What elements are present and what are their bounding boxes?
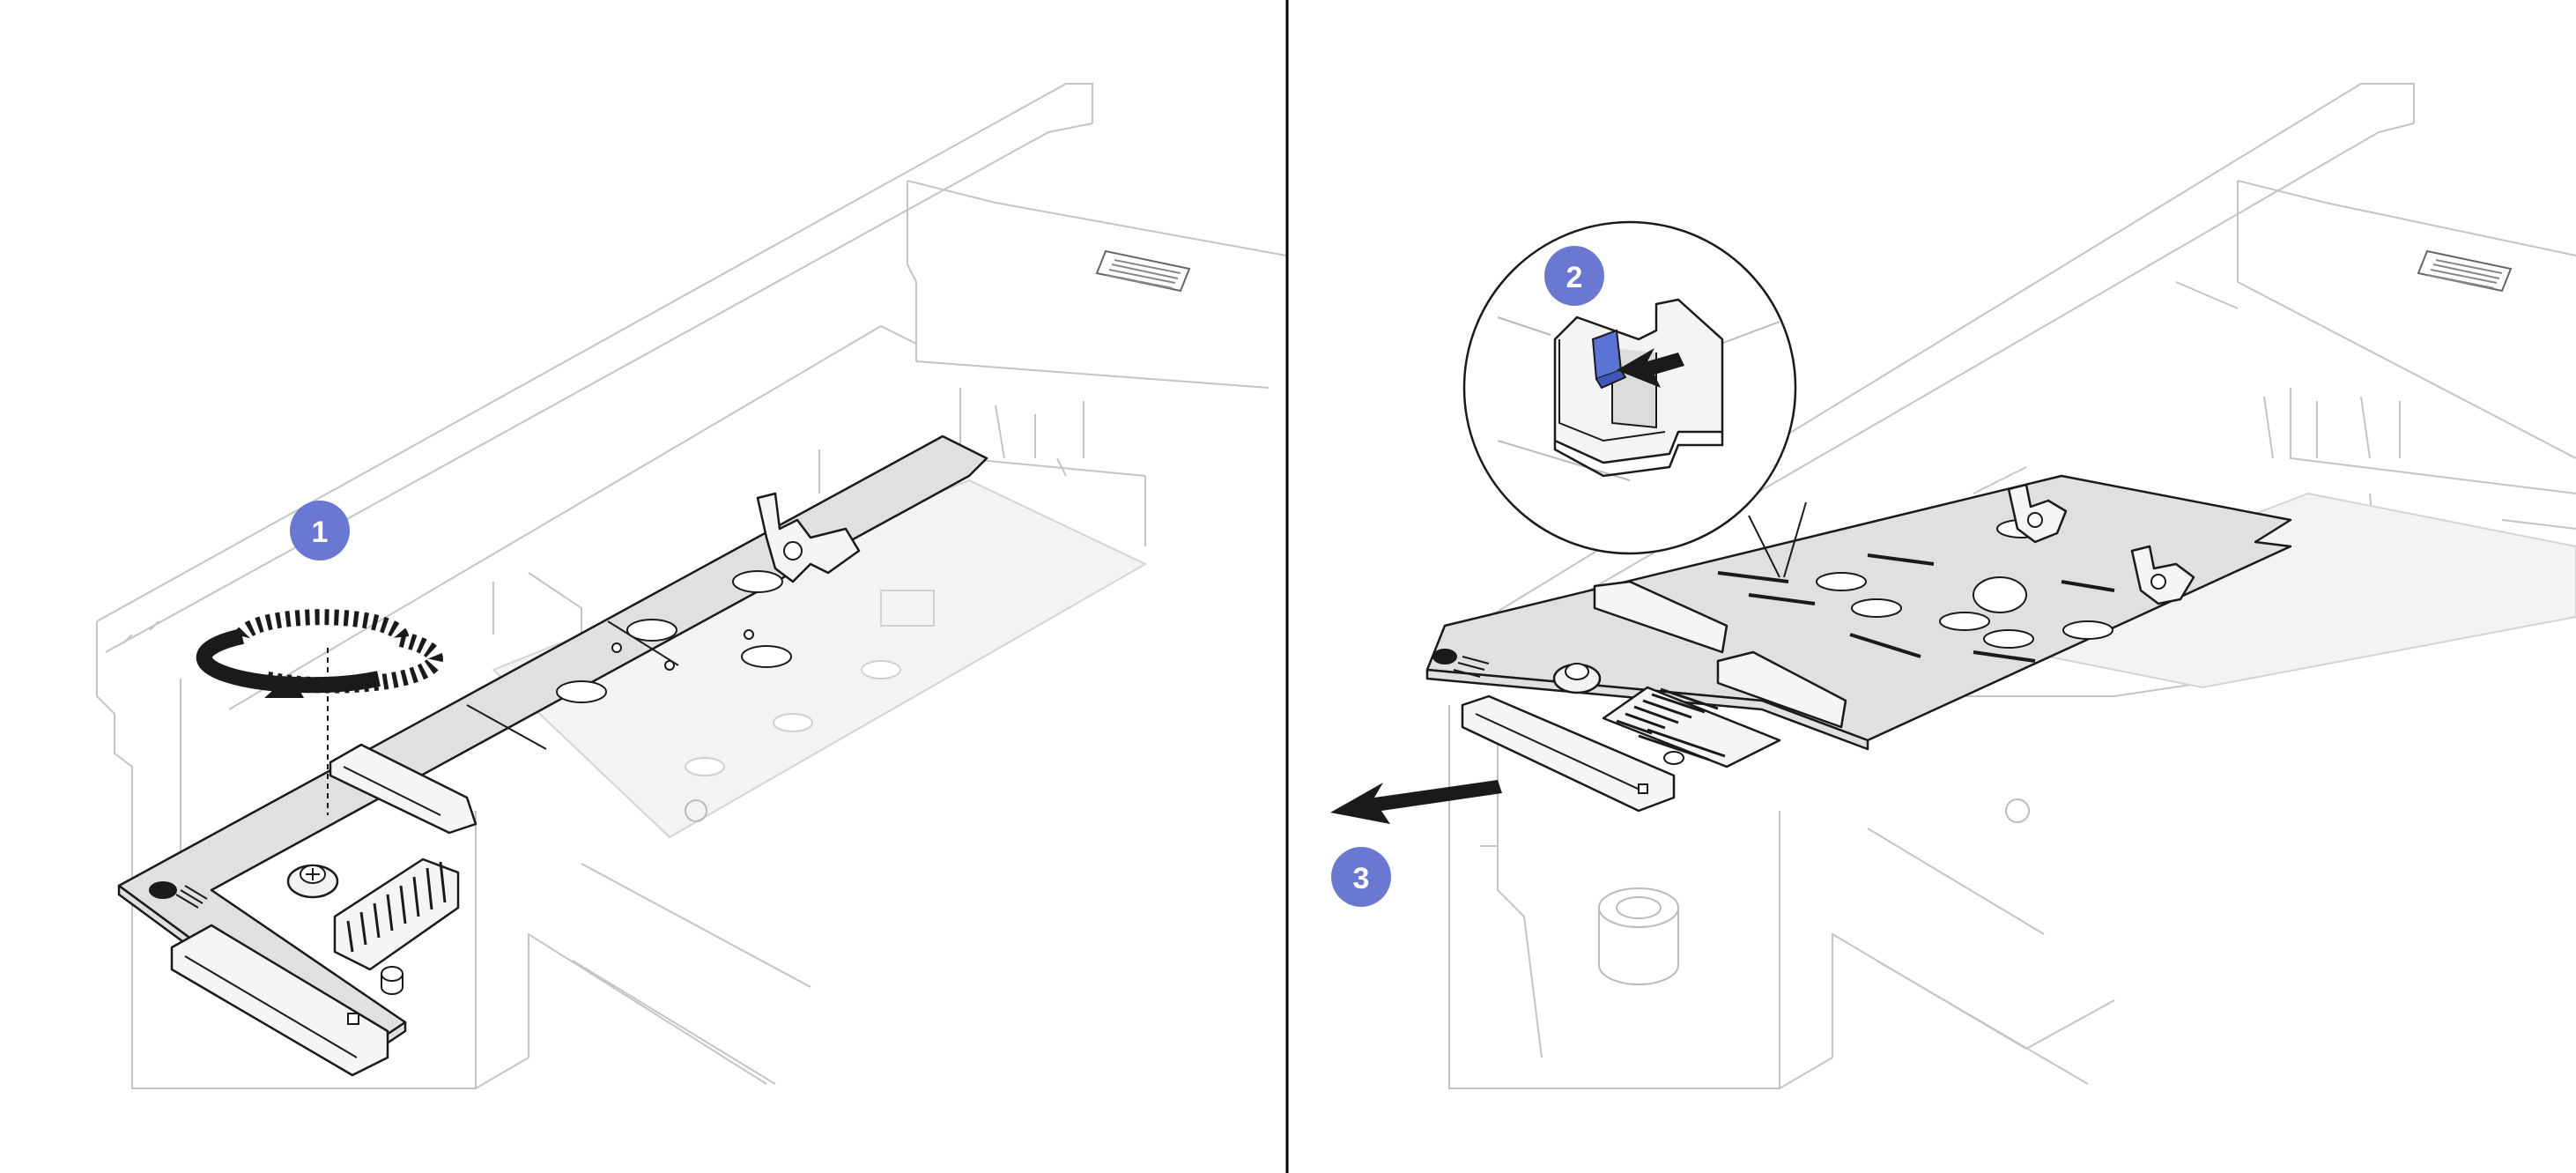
pull-arrow-icon bbox=[1330, 780, 1502, 824]
retainer-clip-right-1 bbox=[2007, 483, 2068, 544]
standoff-cylinder-right bbox=[1598, 798, 2030, 985]
heatsink-right bbox=[1602, 686, 1781, 768]
zoom-leader bbox=[1748, 501, 1807, 578]
screw-right bbox=[1552, 663, 1602, 694]
step-2-callout: 2 bbox=[1544, 246, 1604, 306]
vent-grille-icon bbox=[1095, 249, 1191, 293]
standoff-right bbox=[1663, 751, 1684, 765]
m2-slot-connector-left bbox=[329, 743, 477, 835]
standoff-left bbox=[381, 966, 403, 995]
m2-adapter-right bbox=[1425, 474, 2292, 813]
front-connector-left bbox=[170, 924, 389, 1077]
capacitor-right bbox=[1432, 649, 1490, 678]
screw-left bbox=[286, 864, 339, 899]
push-arrow-icon bbox=[1617, 348, 1684, 388]
step-1-callout: 1 bbox=[290, 501, 350, 561]
adapter-slots-right bbox=[1717, 519, 2115, 663]
step-1-number: 1 bbox=[312, 516, 329, 549]
right-panel: 2 3 bbox=[1330, 83, 2576, 1089]
m2-adapter-left bbox=[117, 434, 988, 1077]
blue-retainer-latch bbox=[1591, 329, 1627, 390]
retainer-clip-left bbox=[756, 492, 861, 583]
air-baffle-housing-right bbox=[1448, 83, 2576, 1089]
step-3-callout: 3 bbox=[1331, 847, 1391, 907]
front-connector-right bbox=[1461, 694, 1676, 813]
counterclockwise-rotate-arrow-icon bbox=[196, 609, 443, 815]
heatsink-left bbox=[333, 857, 460, 971]
zoom-inset bbox=[1462, 220, 1797, 555]
step-2-number: 2 bbox=[1566, 261, 1583, 294]
retainer-clip-right-2 bbox=[2130, 545, 2195, 605]
capacitor-left bbox=[149, 881, 208, 909]
m2-slot-connector-right bbox=[1593, 580, 1847, 729]
step-3-number: 3 bbox=[1353, 862, 1370, 895]
vent-grille-icon-right bbox=[2417, 249, 2513, 293]
left-panel: 1 bbox=[96, 83, 1287, 1089]
